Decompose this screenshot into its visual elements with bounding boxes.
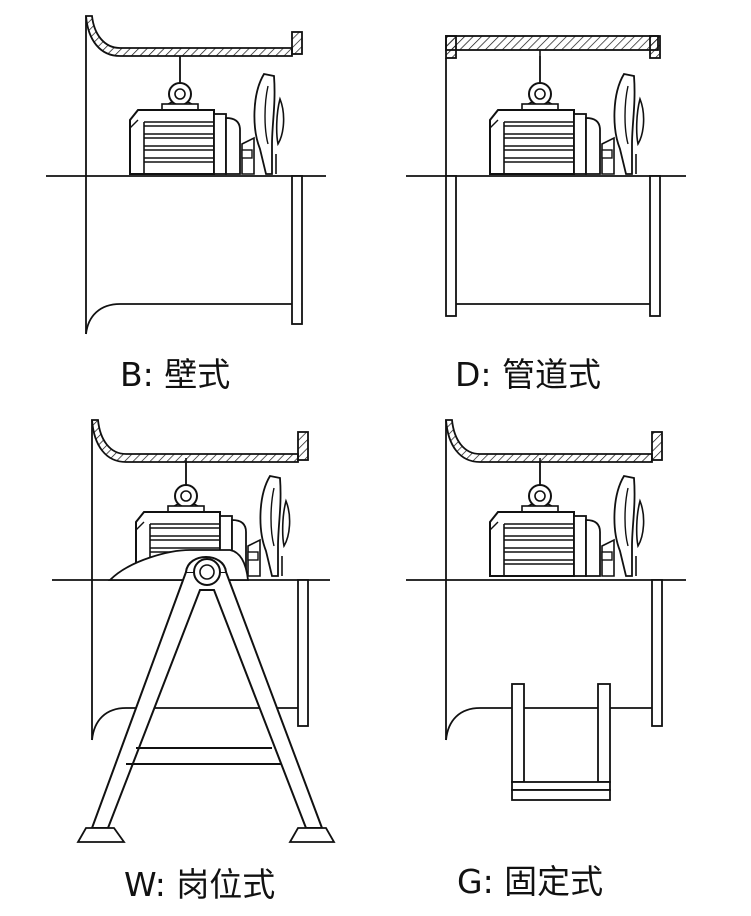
- panel-g-fixed-fan: [406, 419, 686, 801]
- panel-b-wall-fan: [46, 15, 326, 335]
- panel-w-post-fan: [52, 419, 336, 843]
- panel-d-label: D: 管道式: [455, 355, 601, 394]
- panel-g-label: G: 固定式: [457, 862, 603, 901]
- panel-d-duct-fan: [406, 35, 686, 317]
- panel-b-label: B: 壁式: [120, 355, 230, 394]
- panel-w-label: W: 岗位式: [124, 865, 275, 904]
